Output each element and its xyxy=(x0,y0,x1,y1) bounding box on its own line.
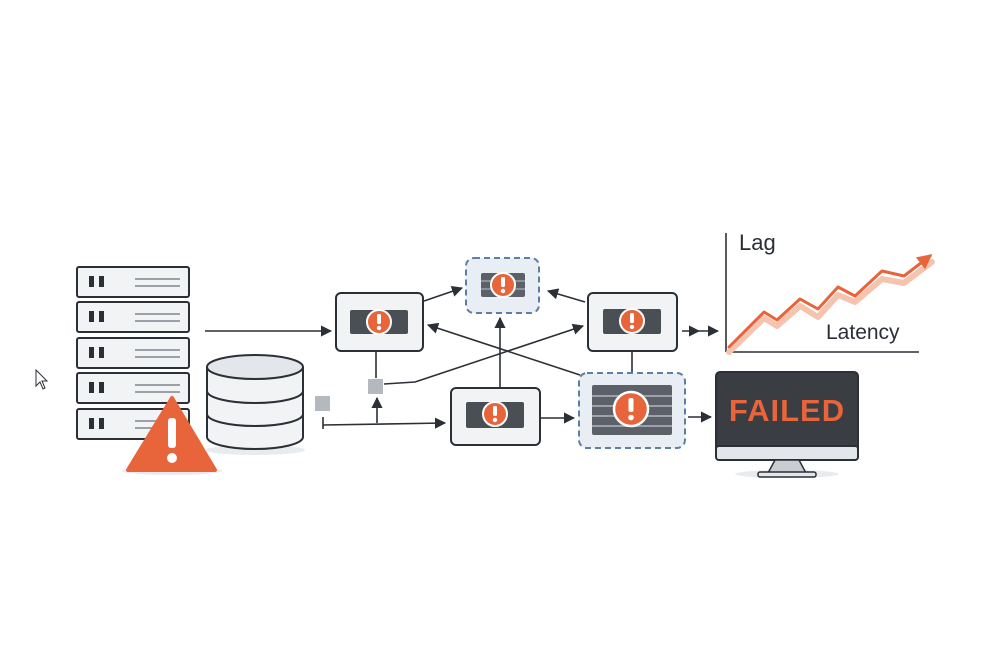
junction-square xyxy=(315,396,330,411)
exclamation-circle-icon xyxy=(490,272,516,298)
exclamation-circle-icon xyxy=(366,309,392,335)
arrow-node-a-to-dashed-top xyxy=(423,285,464,302)
arrow-node-c-to-dashed-top xyxy=(546,288,586,303)
arrow-junction-to-node-c xyxy=(383,323,585,385)
chart-y-label: Lag xyxy=(739,230,776,255)
mouse-pointer-icon xyxy=(35,368,49,390)
process-node-c xyxy=(587,292,678,352)
dashed-node-wide xyxy=(578,372,686,449)
monitor-status-text: FAILED xyxy=(729,393,845,428)
chart-series-label: Latency xyxy=(826,321,900,344)
process-node-b xyxy=(450,387,541,446)
database-icon xyxy=(205,354,305,455)
junction-square xyxy=(368,379,383,394)
connectors xyxy=(205,285,720,429)
dashed-node-top xyxy=(465,257,540,314)
monitor-icon: FAILED xyxy=(715,371,859,478)
process-node-a xyxy=(335,292,424,352)
trend-line xyxy=(727,254,933,349)
warning-triangle-icon xyxy=(122,396,222,475)
arrow-db-to-node-b xyxy=(322,417,447,429)
arrow-cross-to-node-a xyxy=(426,322,581,376)
server-rack-icon xyxy=(76,266,190,440)
exclamation-circle-icon xyxy=(482,401,508,427)
server-unit xyxy=(76,337,190,369)
server-unit xyxy=(76,266,190,298)
trend-chart-icon: Lag Latency xyxy=(725,230,935,355)
exclamation-circle-icon xyxy=(619,308,645,334)
exclamation-circle-icon xyxy=(612,390,650,428)
server-unit xyxy=(76,372,190,404)
server-unit xyxy=(76,301,190,333)
trend-line-shadow xyxy=(726,259,935,355)
